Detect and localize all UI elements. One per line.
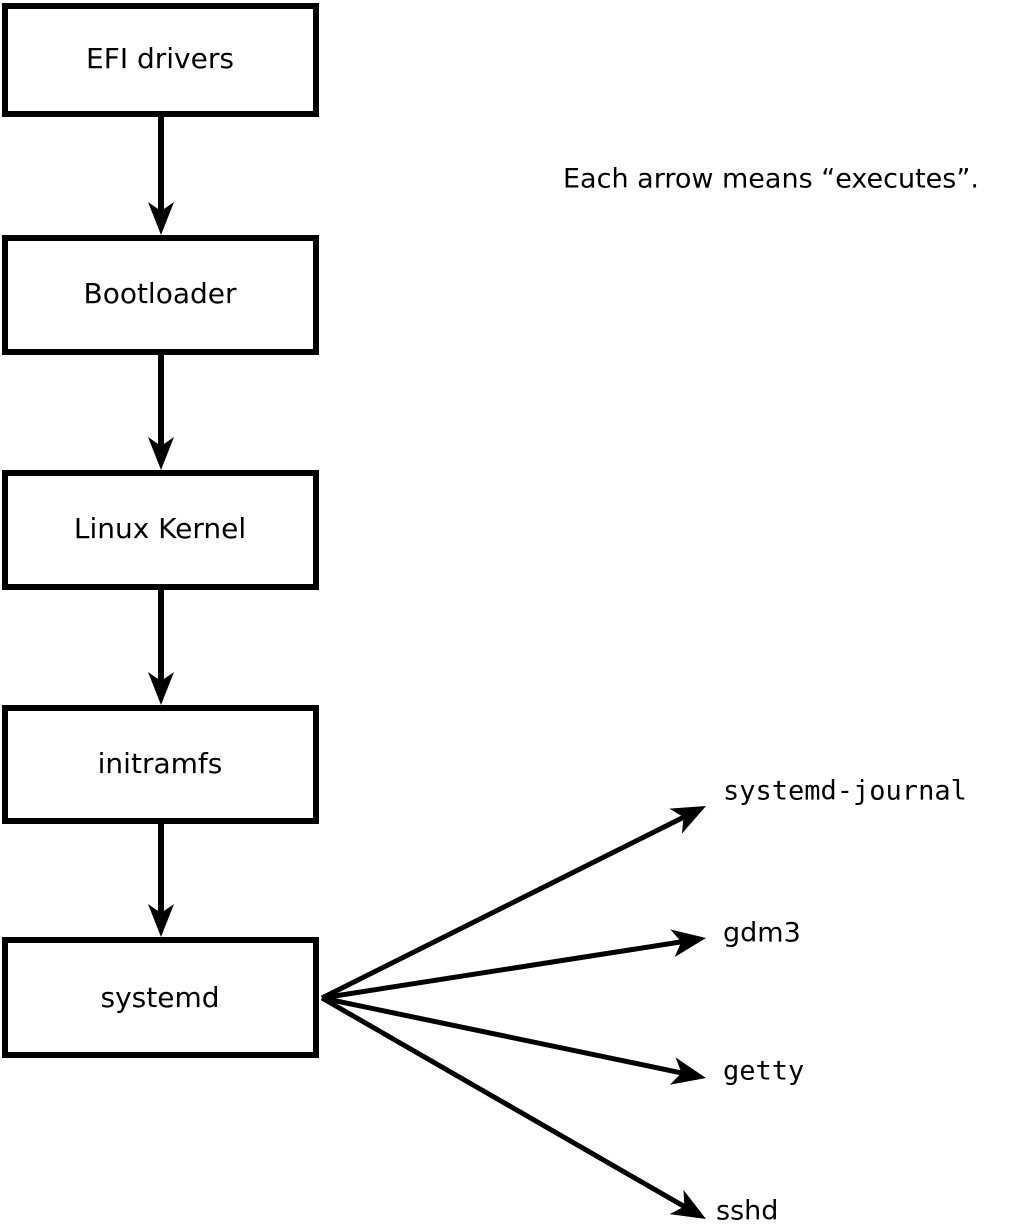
box-outline-systemd bbox=[2, 937, 319, 1058]
box-label-bootloader: Bootloader bbox=[83, 277, 237, 310]
arrow-efi-to-bootloader bbox=[148, 117, 174, 235]
process-box-linux-kernel[interactable]: Linux Kernel bbox=[2, 470, 319, 590]
arrow-bootloader-to-kernel bbox=[148, 355, 174, 470]
arrow-shaft-systemd-to-sshd bbox=[320, 995, 689, 1211]
arrow-shaft-systemd-to-systemd-journal bbox=[320, 813, 688, 1001]
leaf-label-systemd-journal: systemd-journal bbox=[723, 776, 967, 807]
box-label-systemd: systemd bbox=[101, 981, 220, 1014]
arrow-kernel-to-initramfs bbox=[148, 590, 174, 705]
process-box-systemd[interactable]: systemd bbox=[2, 937, 319, 1058]
arrowhead-systemd-to-systemd-journal bbox=[669, 793, 713, 834]
arrow-systemd-to-getty bbox=[321, 995, 709, 1092]
box-outline-bootloader bbox=[2, 235, 319, 355]
box-outline-initramfs bbox=[2, 705, 319, 824]
process-box-efi-drivers[interactable]: EFI drivers bbox=[2, 3, 319, 117]
arrow-systemd-to-gdm3 bbox=[321, 924, 709, 1001]
process-box-initramfs[interactable]: initramfs bbox=[2, 705, 319, 824]
fan-arrows-group bbox=[320, 793, 713, 1230]
arrow-initramfs-to-systemd bbox=[148, 824, 174, 937]
box-label-efi-drivers: EFI drivers bbox=[86, 42, 234, 75]
box-outline-efi-drivers bbox=[2, 3, 319, 117]
arrowhead-systemd-to-sshd bbox=[669, 1189, 713, 1230]
leaf-labels-group: systemd-journal gdm3 getty sshd bbox=[716, 776, 967, 1227]
arrowhead-systemd-to-getty bbox=[669, 1057, 709, 1092]
leaf-label-gdm3: gdm3 bbox=[723, 918, 801, 949]
process-box-bootloader[interactable]: Bootloader bbox=[2, 235, 319, 355]
leaf-label-sshd: sshd bbox=[716, 1196, 778, 1227]
arrow-systemd-to-sshd bbox=[320, 995, 713, 1230]
arrow-systemd-to-systemd-journal bbox=[320, 793, 713, 1001]
annotation-text: Each arrow means “executes”. bbox=[563, 164, 979, 195]
box-label-linux-kernel: Linux Kernel bbox=[74, 512, 246, 545]
leaf-label-getty: getty bbox=[723, 1056, 804, 1087]
arrow-shaft-systemd-to-gdm3 bbox=[321, 938, 685, 1001]
chain-arrows-group bbox=[148, 117, 174, 937]
box-outline-linux-kernel bbox=[2, 470, 319, 590]
arrow-shaft-systemd-to-getty bbox=[321, 995, 685, 1076]
box-label-initramfs: initramfs bbox=[98, 747, 223, 780]
